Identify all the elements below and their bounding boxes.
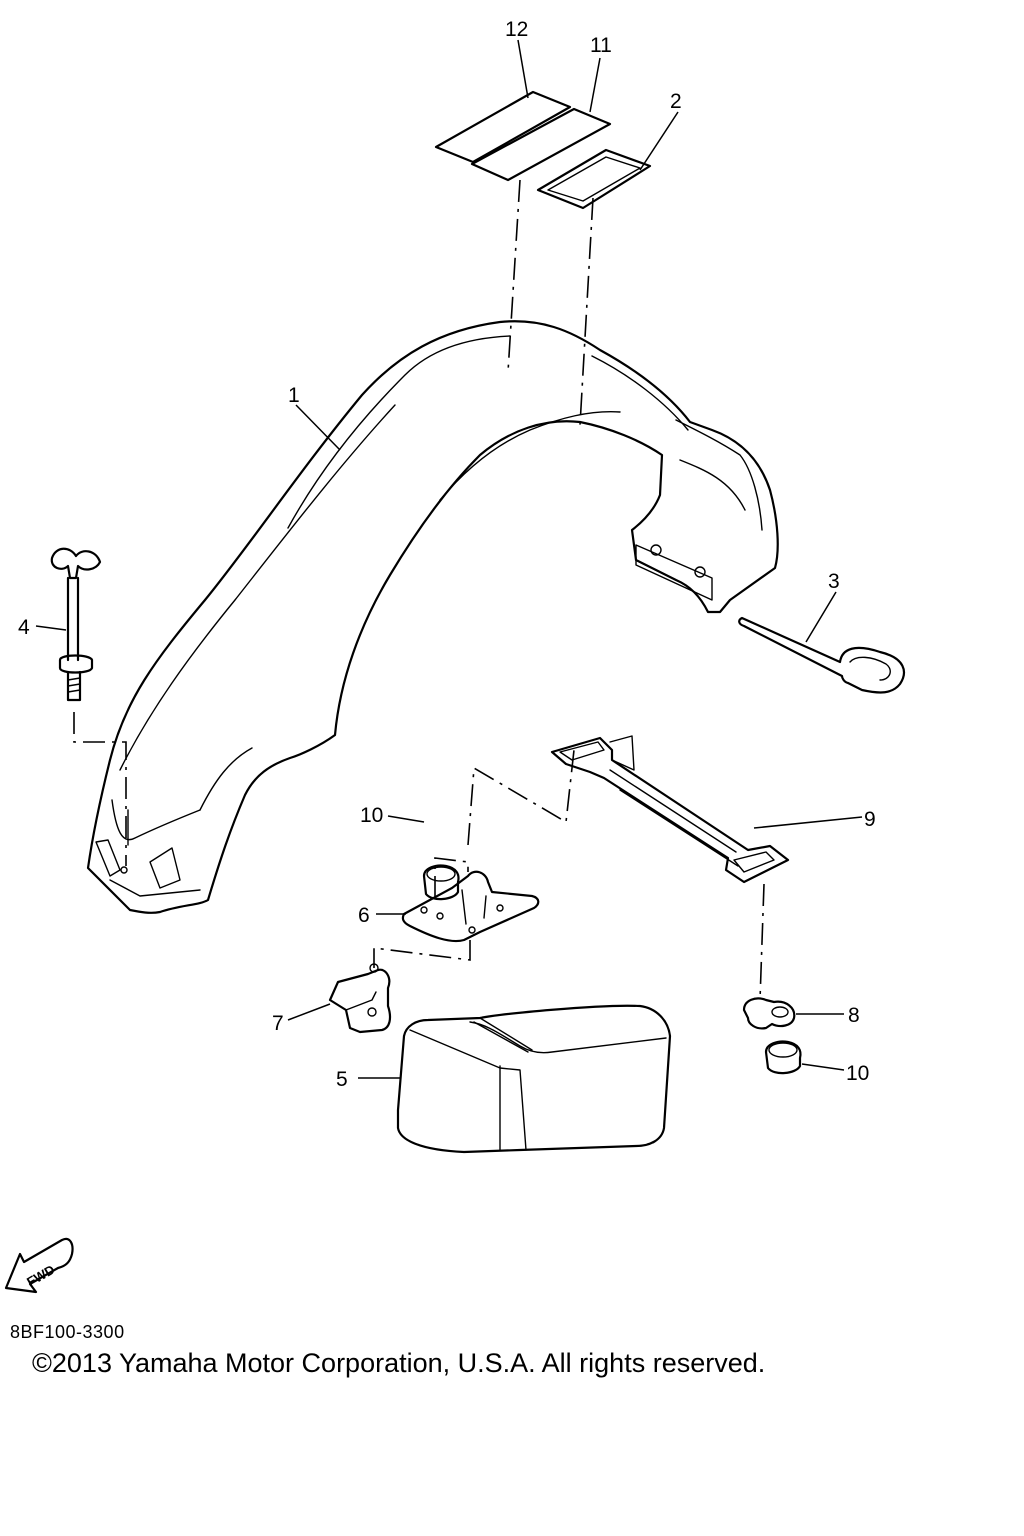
battery-band-9 (550, 735, 790, 884)
copyright-notice: ©2013 Yamaha Motor Corporation, U.S.A. A… (32, 1348, 766, 1378)
decal-11 (470, 107, 612, 182)
callout-6: 6 (358, 904, 370, 927)
callout-9: 9 (864, 808, 876, 831)
callout-1: 1 (288, 384, 300, 407)
callout-2: 2 (670, 90, 682, 113)
diagram-part-code: 8BF100-3300 (10, 1322, 125, 1342)
fwd-arrow-icon: FWD (4, 1237, 74, 1294)
nut-10-lower (764, 1040, 802, 1075)
battery-box-5 (396, 1004, 672, 1154)
fender-1 (86, 320, 779, 914)
callout-labels: 12 11 2 1 3 4 10 9 6 7 8 10 5 (18, 18, 876, 1091)
callout-11: 11 (590, 34, 612, 57)
assembly-lines (73, 179, 765, 1001)
callout-3: 3 (828, 570, 840, 593)
callout-5: 5 (336, 1068, 348, 1091)
nut-10-upper (422, 864, 460, 901)
callout-10-lower: 10 (846, 1062, 869, 1085)
callout-10-upper: 10 (360, 804, 383, 827)
rod-3 (738, 616, 905, 694)
wing-bolt-4 (50, 547, 102, 702)
bracket-7 (328, 963, 392, 1034)
callout-8: 8 (848, 1004, 860, 1027)
callout-7: 7 (272, 1012, 284, 1035)
fwd-label: FWD (24, 1262, 57, 1290)
callout-4: 4 (18, 616, 30, 639)
clamp-8 (742, 997, 796, 1030)
leader-lines (35, 39, 863, 1079)
bracket-6 (401, 870, 540, 943)
decal-12 (434, 90, 572, 164)
emblem-2 (536, 148, 652, 210)
callout-12: 12 (505, 18, 528, 41)
